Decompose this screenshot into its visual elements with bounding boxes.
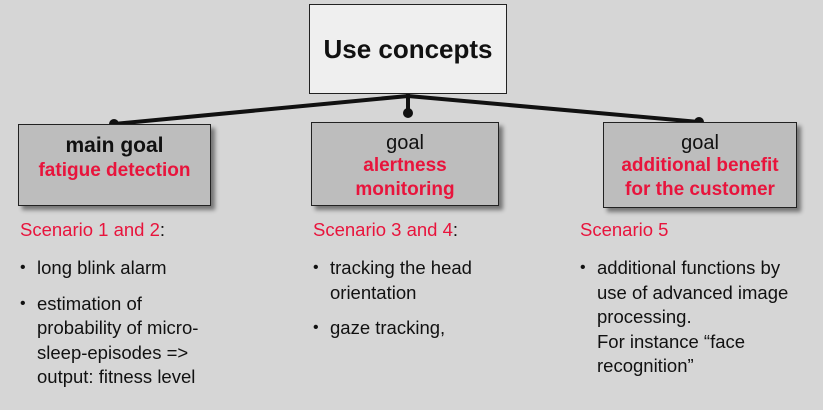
- connector-branch-3: [407, 94, 700, 124]
- goal-subtitle-line: fatigue detection: [38, 160, 191, 181]
- bullet-line: estimation of: [37, 292, 142, 314]
- scenario-label: Scenario 5: [580, 219, 669, 240]
- connector-node-2: [403, 108, 413, 118]
- bullet-item: additional functions by use of advanced …: [580, 256, 820, 379]
- bullet-list: tracking the head orientation gaze track…: [313, 256, 573, 341]
- scenario-column-3: Scenario 5 additional functions by use o…: [580, 218, 820, 390]
- scenario-label: Scenario 1 and 2: [20, 219, 160, 240]
- bullet-line: probability of micro-: [37, 317, 199, 338]
- bullet-item: estimation of probability of micro- slee…: [20, 292, 290, 390]
- goal-subtitle: fatigue detection: [19, 159, 210, 183]
- goal-box-fatigue-detection: main goal fatigue detection: [18, 124, 211, 206]
- root-node: Use concepts: [309, 4, 507, 94]
- bullet-list: long blink alarm estimation of probabili…: [20, 256, 290, 390]
- scenario-suffix: :: [159, 219, 166, 240]
- scenario-column-2: Scenario 3 and 4: tracking the head orie…: [313, 218, 573, 352]
- goal-title: goal: [386, 132, 424, 154]
- goal-subtitle-line: additional benefit: [621, 155, 779, 176]
- bullet-line: orientation: [330, 281, 417, 303]
- bullet-line: long blink alarm: [37, 257, 167, 278]
- scenario-heading: Scenario 3 and 4:: [313, 218, 573, 242]
- goal-box-additional-benefit: goal additional benefit for the customer: [603, 122, 797, 208]
- bullet-line: use of advanced image: [597, 281, 789, 303]
- bullet-line: tracking the head: [330, 257, 472, 278]
- bullet-line: sleep-episodes =>: [37, 341, 189, 363]
- goal-subtitle: alertness monitoring: [312, 154, 498, 202]
- scenario-suffix: :: [452, 219, 459, 240]
- goal-subtitle-line: for the customer: [625, 179, 775, 200]
- goal-title: main goal: [65, 134, 164, 157]
- bullet-item: tracking the head orientation: [313, 256, 573, 305]
- bullet-line: For instance “face: [597, 330, 746, 352]
- bullet-item: gaze tracking,: [313, 316, 573, 341]
- bullet-line: gaze tracking,: [330, 317, 446, 338]
- goal-box-alertness-monitoring: goal alertness monitoring: [311, 122, 499, 206]
- bullet-item: long blink alarm: [20, 256, 290, 281]
- bullet-line: additional functions by: [597, 257, 781, 278]
- scenario-column-1: Scenario 1 and 2: long blink alarm estim…: [20, 218, 290, 401]
- goal-subtitle-line: alertness: [363, 155, 447, 176]
- connector-branch-1: [113, 94, 409, 126]
- bullet-line: processing.: [597, 306, 692, 327]
- root-label: Use concepts: [323, 33, 493, 64]
- scenario-heading: Scenario 1 and 2:: [20, 218, 290, 242]
- bullet-line: recognition”: [597, 355, 694, 376]
- goal-subtitle-line: monitoring: [355, 179, 455, 200]
- bullet-line: output: fitness level: [37, 366, 196, 387]
- bullet-list: additional functions by use of advanced …: [580, 256, 820, 379]
- goal-title: goal: [681, 132, 719, 154]
- goal-subtitle: additional benefit for the customer: [604, 154, 796, 202]
- scenario-heading: Scenario 5: [580, 218, 820, 242]
- scenario-label: Scenario 3 and 4: [313, 219, 453, 240]
